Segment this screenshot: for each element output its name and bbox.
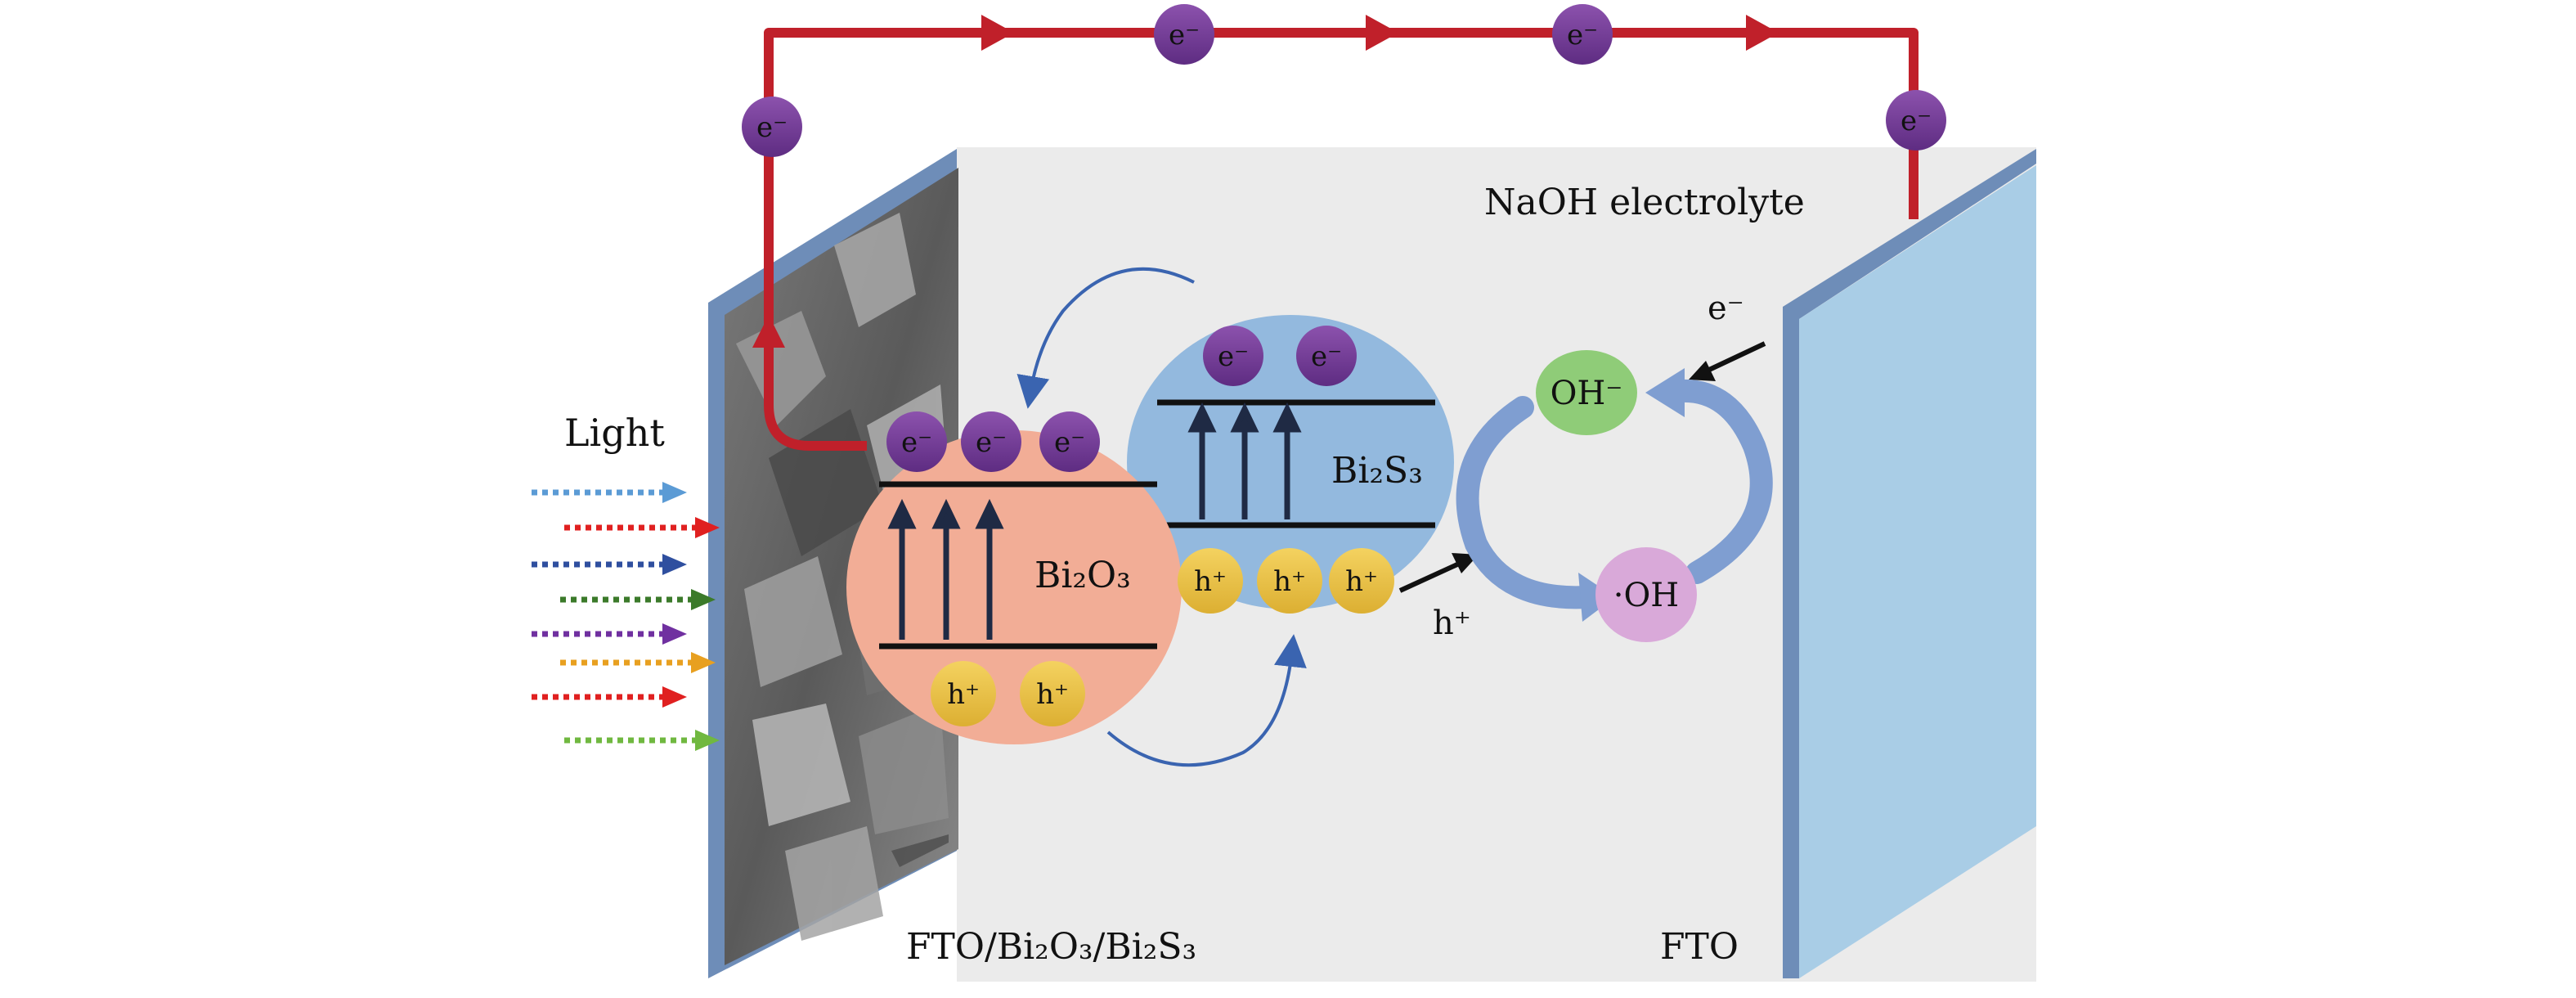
bi2s3-electron: e⁻	[1203, 326, 1263, 386]
svg-text:h⁺: h⁺	[1194, 565, 1227, 598]
svg-text:e⁻: e⁻	[1054, 426, 1085, 459]
light-ray-arrow	[532, 623, 687, 645]
light-ray-arrow	[564, 730, 720, 751]
svg-text:e⁻: e⁻	[1567, 19, 1598, 52]
svg-text:e⁻: e⁻	[756, 111, 788, 144]
svg-text:e⁻: e⁻	[976, 426, 1007, 459]
bi2o3-hole: h⁺	[931, 661, 996, 726]
bi2s3-hole: h⁺	[1178, 548, 1243, 614]
reduction-cycle-arrow	[1669, 379, 1773, 584]
circuit-arrow-up	[752, 315, 785, 348]
svg-text:e⁻: e⁻	[901, 426, 932, 459]
oxidation-cycle-arrow	[1456, 396, 1598, 609]
light-ray-arrow	[532, 554, 687, 575]
svg-text:h⁺: h⁺	[1036, 678, 1069, 711]
counter-electron-label: e⁻	[1708, 290, 1744, 327]
hydroxyl-radical: ·OH	[1595, 547, 1697, 642]
light-label: Light	[564, 411, 665, 455]
counter-electron-arrow	[1689, 341, 1766, 381]
counter-electrode-label: FTO	[1660, 926, 1739, 968]
bi2s3-hole: h⁺	[1329, 548, 1394, 614]
circuit-electron: e⁻	[1552, 4, 1613, 65]
circuit-arrow-1	[981, 15, 1014, 51]
counter-electrode-panel	[1799, 165, 2036, 978]
external-circuit	[764, 28, 1919, 451]
svg-text:h⁺: h⁺	[1345, 565, 1378, 598]
bi2s3-particle	[1127, 315, 1454, 609]
bi2o3-particle	[846, 430, 1182, 744]
svg-text:h⁺: h⁺	[947, 678, 980, 711]
electron-transfer-arrow	[1016, 267, 1195, 409]
reduction-cycle-arrowhead	[1645, 368, 1685, 417]
circuit-electron: e⁻	[1886, 90, 1946, 151]
circuit-arrow-3	[1746, 15, 1779, 51]
bi2o3-excitation-arrows	[887, 498, 1004, 640]
bi2o3-electron: e⁻	[961, 411, 1021, 472]
light-ray-arrow	[532, 686, 687, 708]
svg-text:e⁻: e⁻	[1169, 19, 1200, 52]
circuit-electron: e⁻	[742, 97, 802, 157]
hole-release-label: h⁺	[1433, 605, 1471, 642]
circuit-electron: e⁻	[1154, 4, 1214, 65]
photoanode-label: FTO/Bi₂O₃/Bi₂S₃	[906, 926, 1196, 968]
light-arrows	[532, 482, 720, 751]
light-ray-arrow	[560, 652, 716, 673]
light-ray-arrow	[532, 482, 687, 503]
bi2s3-excitation-arrows	[1187, 402, 1302, 519]
svg-text:h⁺: h⁺	[1273, 565, 1306, 598]
bi2o3-electron: e⁻	[1039, 411, 1100, 472]
circuit-arrow-2	[1366, 15, 1398, 51]
light-ray-arrow	[560, 589, 716, 610]
svg-text:e⁻: e⁻	[1218, 340, 1249, 373]
svg-text:e⁻: e⁻	[1901, 105, 1932, 137]
hole-transfer-arrow	[1106, 634, 1307, 767]
svg-text:e⁻: e⁻	[1311, 340, 1342, 373]
hydroxide-ion: OH⁻	[1536, 350, 1637, 435]
bi2o3-hole: h⁺	[1020, 661, 1085, 726]
electrolyte-label: NaOH electrolyte	[1484, 182, 1805, 223]
light-ray-arrow	[564, 517, 720, 538]
bi2s3-label: Bi₂S₃	[1331, 450, 1423, 492]
svg-text:·OH: ·OH	[1613, 577, 1679, 614]
bi2s3-electron: e⁻	[1296, 326, 1357, 386]
svg-text:OH⁻: OH⁻	[1551, 375, 1623, 412]
bi2s3-hole: h⁺	[1257, 548, 1322, 614]
bi2o3-electron: e⁻	[886, 411, 947, 472]
bi2o3-label: Bi₂O₃	[1034, 555, 1131, 596]
